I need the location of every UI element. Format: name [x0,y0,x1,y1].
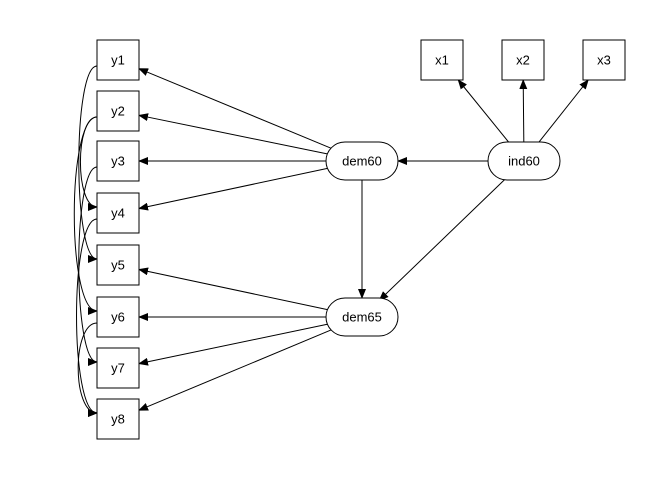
node-shape-x1 [420,39,464,81]
path-dem65-to-y8 [138,328,334,411]
path-dem65-to-y7 [138,323,329,366]
path-arrows [138,68,589,411]
path-ind60-to-dem65 [378,177,508,302]
node-shape-y7 [96,347,140,389]
node-label-y5: y5 [111,258,125,273]
node-label-dem65: dem65 [342,310,382,325]
covariance-y2-y4 [79,112,107,211]
node-y8: y8 [96,398,140,440]
covariance-y2-y6 [73,112,107,315]
node-label-y6: y6 [111,310,125,325]
node-label-x3: x3 [597,53,611,68]
node-shape-y1 [96,39,140,81]
node-label-y7: y7 [111,361,125,376]
path-ind60-to-x1 [457,79,511,144]
node-label-y2: y2 [111,104,125,119]
path-ind60-to-x3 [537,79,589,144]
path-dem60-to-y4 [138,167,329,211]
node-x3: x3 [582,39,626,81]
node-label-ind60: ind60 [508,154,540,169]
node-y1: y1 [96,39,140,81]
node-dem60: dem60 [325,141,399,181]
path-dem65-to-y5 [138,267,329,311]
node-label-x2: x2 [516,53,530,68]
node-x2: x2 [501,39,545,81]
node-shape-y5 [96,244,140,286]
covariance-y3-y7 [78,162,107,366]
node-y3: y3 [96,140,140,182]
node-shape-y6 [96,296,140,338]
covariance-y6-y8 [77,318,107,417]
node-y6: y6 [96,296,140,338]
node-dem65: dem65 [325,297,399,337]
covariance-arcs [73,61,107,417]
path-dem60-to-y2 [138,113,329,155]
covariance-y1-y5 [78,61,107,263]
node-label-y4: y4 [111,206,125,221]
node-shape-dem60 [325,141,399,181]
node-label-dem60: dem60 [342,154,382,169]
node-label-y1: y1 [111,53,125,68]
node-label-y8: y8 [111,412,125,427]
path-ind60-to-x2 [519,79,528,143]
node-x1: x1 [420,39,464,81]
node-y2: y2 [96,90,140,132]
node-shape-y2 [96,90,140,132]
node-label-x1: x1 [435,53,449,68]
node-shape-x2 [501,39,545,81]
node-y5: y5 [96,244,140,286]
node-y4: y4 [96,192,140,234]
diagram-nodes: y1 y2 y3 y4 y5 y6 y7 y8 x1 x2 x3 dem60 dem65 ind60 [96,39,626,440]
path-dem60-to-y1 [138,68,334,150]
node-label-y3: y3 [111,154,125,169]
node-shape-x3 [582,39,626,81]
node-shape-y4 [96,192,140,234]
node-shape-y8 [96,398,140,440]
node-shape-ind60 [487,141,561,181]
node-shape-y3 [96,140,140,182]
node-y7: y7 [96,347,140,389]
node-ind60: ind60 [487,141,561,181]
node-shape-dem65 [325,297,399,337]
